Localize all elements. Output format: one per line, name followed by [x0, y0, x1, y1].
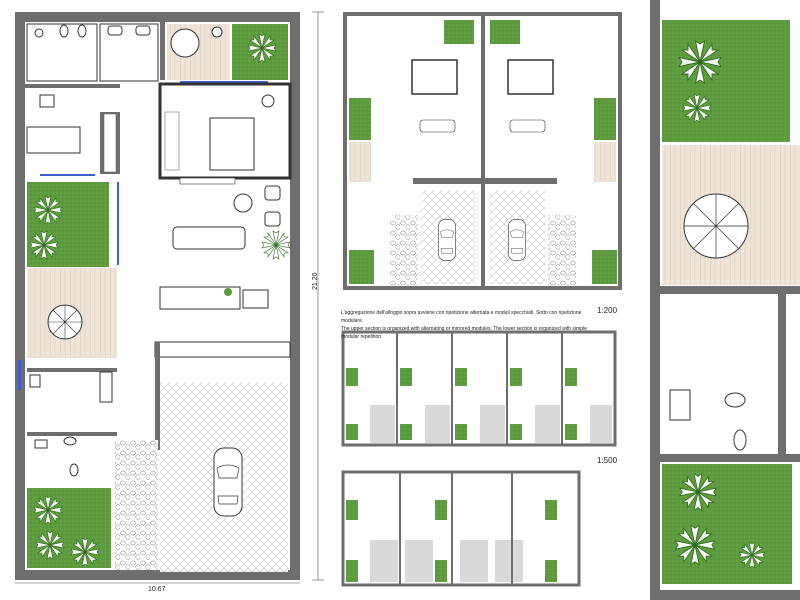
- width-dimension: 10.67: [148, 586, 166, 593]
- aggregation-plan-1-500-upper: [341, 330, 617, 447]
- main-unit-plan: [15, 12, 300, 580]
- aggregation-plan-1-200: [343, 12, 622, 290]
- dimension-lines: [15, 11, 324, 584]
- note-italian: L'aggregazione dell'alloggio sopra avvie…: [341, 310, 582, 324]
- scale-label-upper: 1:200: [597, 306, 618, 315]
- height-dimension: 21.20: [312, 272, 319, 290]
- aggregation-note: L'aggregazione dell'alloggio sopra avvie…: [341, 309, 601, 341]
- detail-plan-partial: [650, 0, 800, 600]
- scale-label-lower: 1:500: [597, 456, 618, 465]
- aggregation-plan-1-500-lower: [341, 470, 581, 587]
- note-english: The upper section is organized with alte…: [341, 326, 587, 340]
